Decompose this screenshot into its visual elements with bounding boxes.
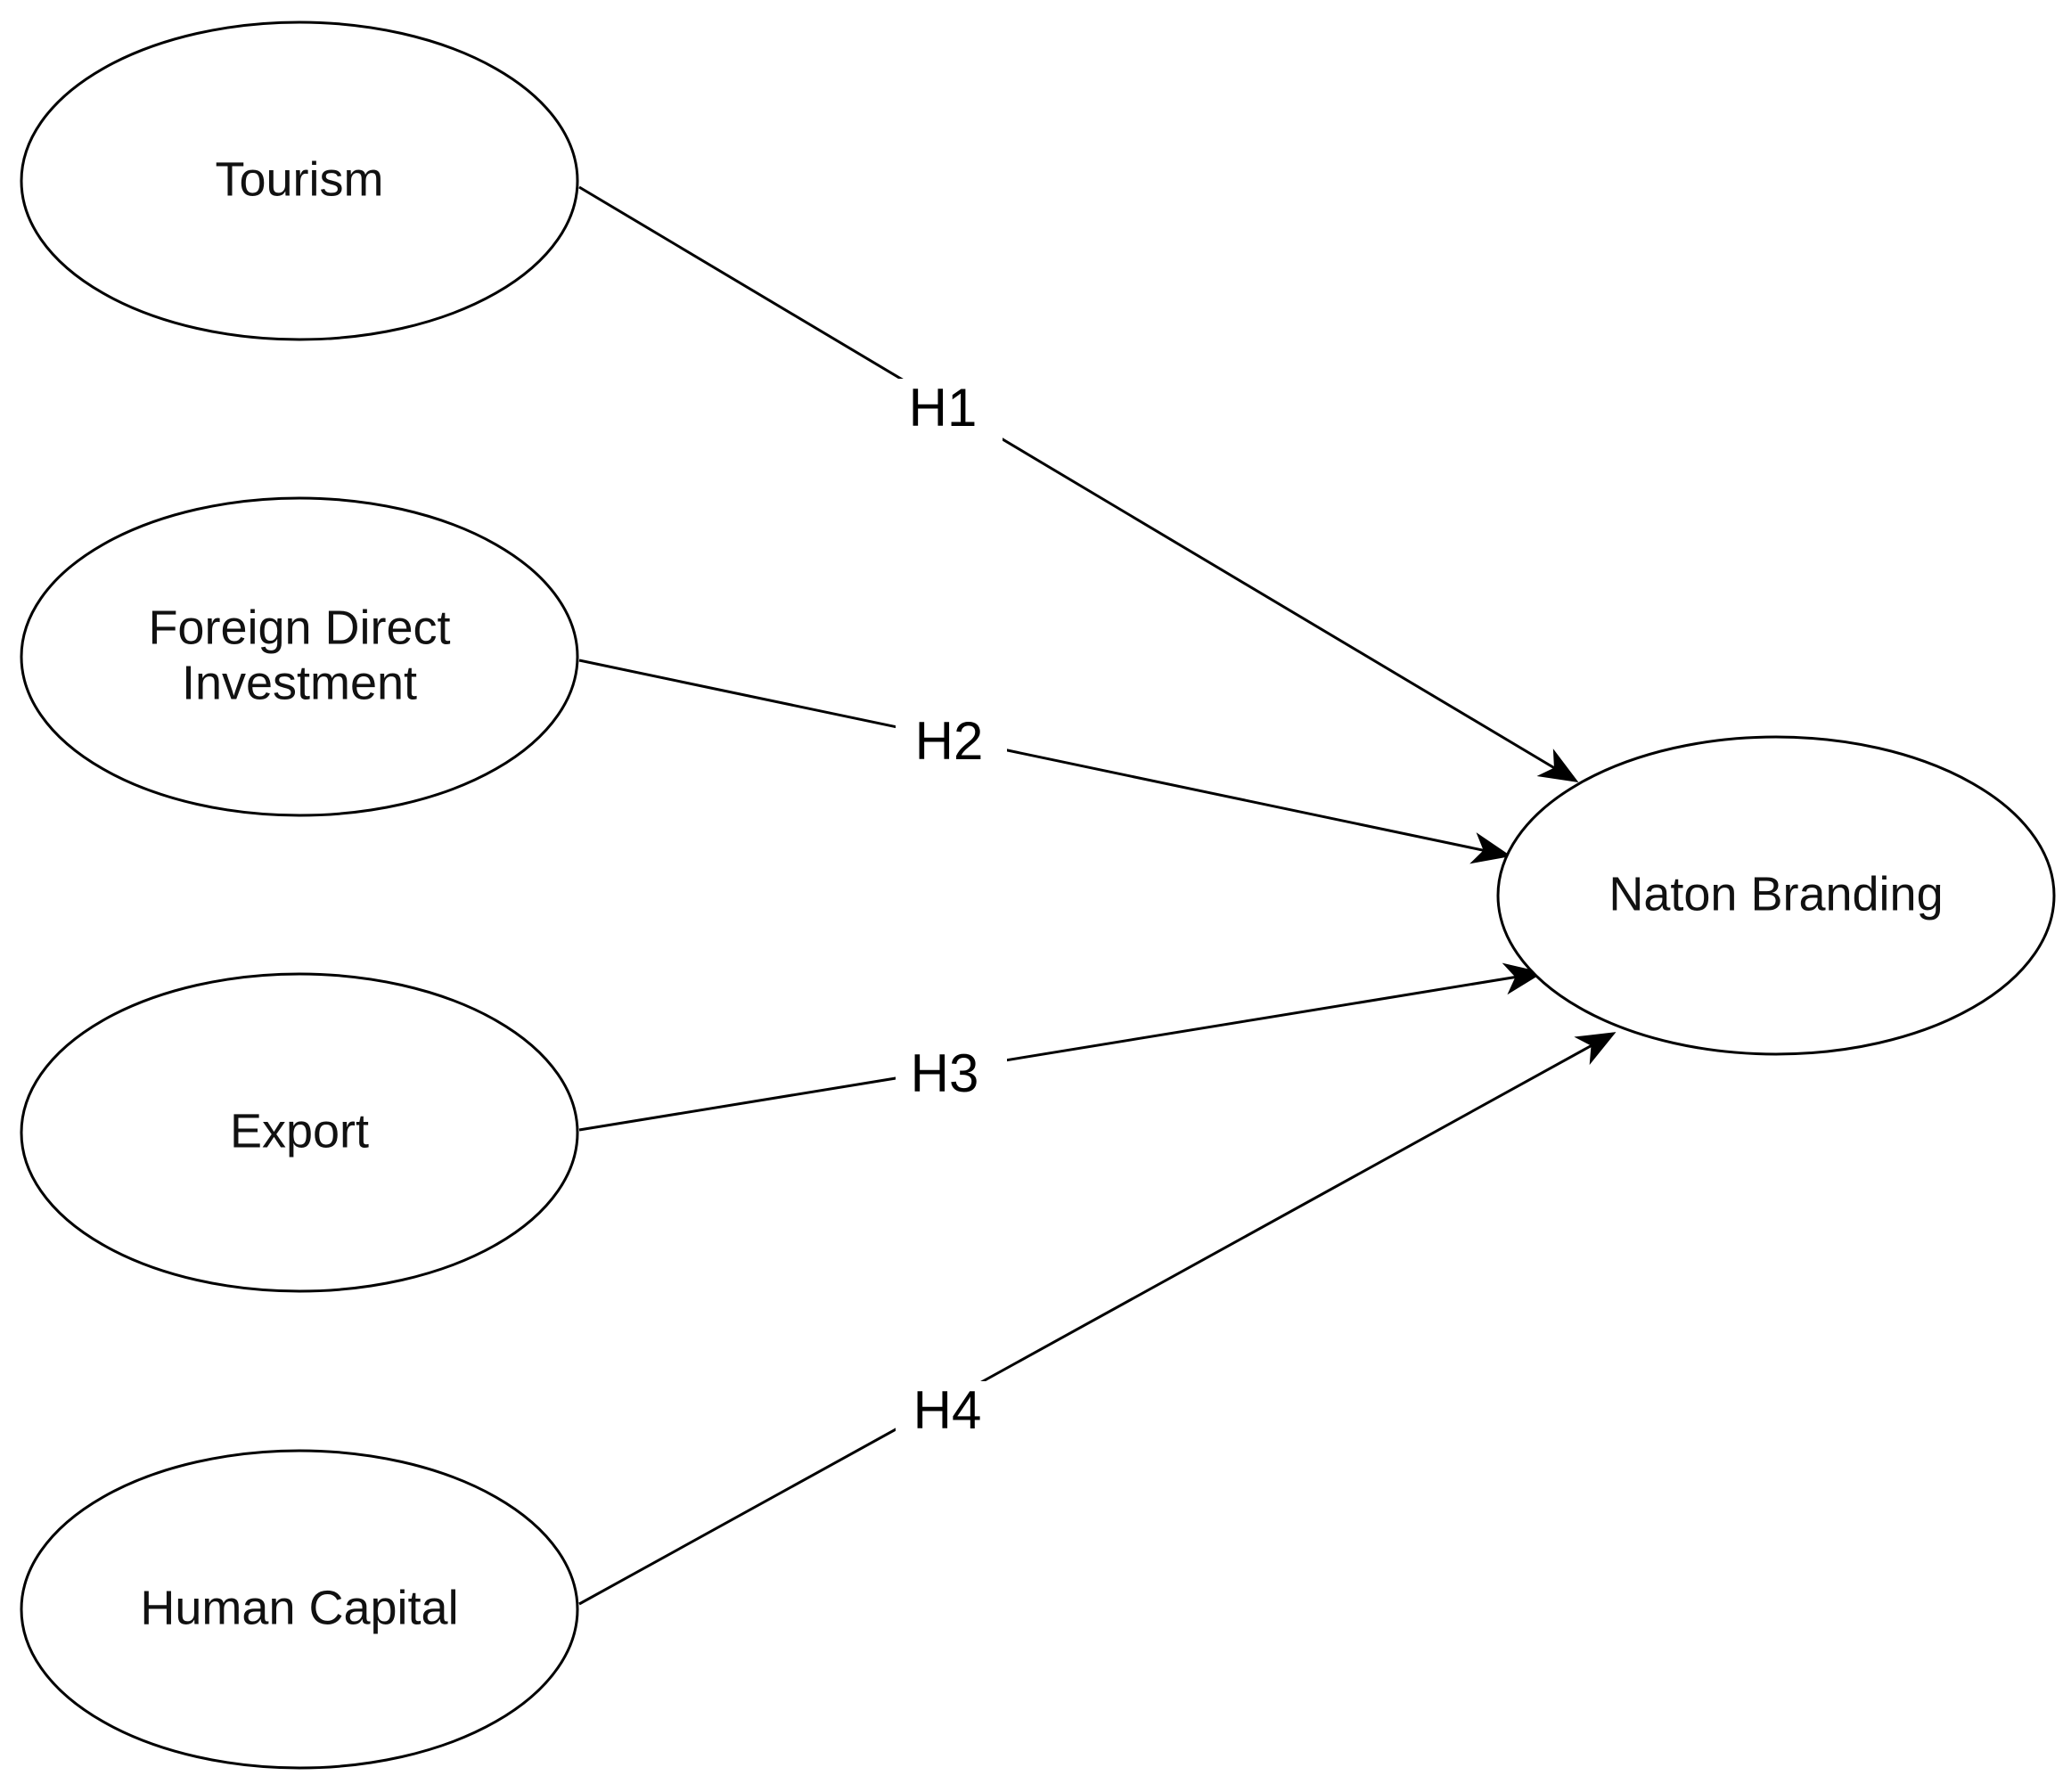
node-human-capital: Human Capital: [20, 1449, 579, 1770]
node-export-label: Export: [230, 1104, 369, 1158]
edge-h1-label: H1: [909, 378, 978, 438]
edge-h2-label-bg: [896, 713, 1007, 775]
edge-h2-label: H2: [915, 711, 984, 771]
edge-h1-label-bg: [896, 379, 1003, 441]
edge-h4-line: [578, 1032, 1617, 1606]
node-tourism-ellipse: [20, 20, 579, 341]
edge-h2-line: [578, 659, 1511, 864]
node-tourism: Tourism: [20, 20, 579, 341]
node-human-capital-ellipse: [20, 1449, 579, 1770]
edge-h4-label-bg: [896, 1381, 1007, 1444]
node-tourism-label: Tourism: [215, 152, 383, 206]
edge-h3-label-bg: [896, 1044, 1007, 1107]
nodes-layer: Tourism Foreign Direct Investment Export…: [20, 20, 2056, 1770]
edge-h1-line: [578, 185, 1579, 783]
node-fdi-ellipse: [20, 496, 579, 817]
node-human-capital-label: Human Capital: [140, 1581, 458, 1634]
edge-h4-label: H4: [913, 1380, 982, 1440]
node-nation-branding-label: Naton Branding: [1609, 867, 1943, 921]
edge-h3-label: H3: [911, 1043, 979, 1103]
node-nation-branding: Naton Branding: [1496, 735, 2056, 1056]
node-foreign-direct-investment: Foreign Direct Investment: [20, 496, 579, 817]
node-nation-branding-ellipse: [1496, 735, 2056, 1056]
edge-h1: H1: [578, 185, 1579, 783]
edges-layer: H1 H2 H3 H4: [578, 185, 1617, 1606]
node-fdi-label-line-1: Foreign Direct: [148, 601, 450, 654]
node-fdi-label-line-2: Investment: [182, 656, 417, 709]
edge-h3-line: [578, 962, 1543, 1132]
node-export-ellipse: [20, 972, 579, 1293]
node-export: Export: [20, 972, 579, 1293]
edge-h3: H3: [578, 962, 1543, 1132]
edge-h2: H2: [578, 659, 1511, 864]
edge-h4: H4: [578, 1032, 1617, 1606]
